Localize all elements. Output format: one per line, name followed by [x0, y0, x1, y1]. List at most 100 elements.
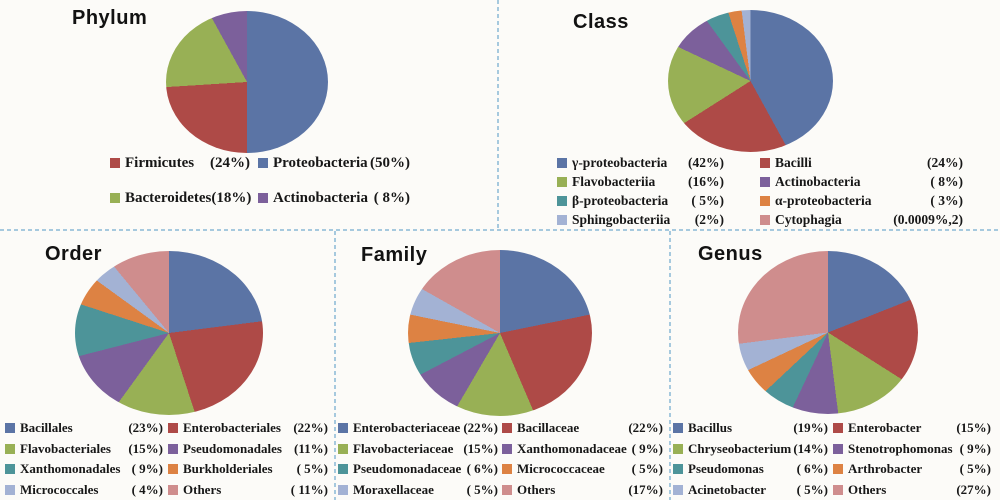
legend-percent: ( 9%)	[131, 461, 163, 476]
legend-label: Bacillales	[20, 420, 73, 435]
legend-swatch	[338, 423, 348, 433]
legend-swatch	[110, 158, 120, 168]
legend-percent: (42%)	[688, 155, 724, 170]
legend-item: Sphingobacteriia(2%)	[557, 212, 724, 228]
legend-label: Actinobacteria	[775, 174, 861, 189]
legend-label: Chryseobacterium	[688, 440, 792, 456]
legend-percent: ( 8%)	[373, 190, 410, 206]
legend-percent: (50%)	[370, 155, 410, 171]
legend-percent: (0.0009%,2)	[893, 212, 963, 227]
legend-swatch	[502, 484, 512, 495]
phylum-chart-title: Phylum	[72, 7, 148, 29]
legend-swatch	[673, 443, 683, 454]
legend-label: Enterobacteriales	[183, 420, 281, 435]
legend-label: Flavobacteriia	[572, 174, 656, 189]
order-pie-chart	[75, 251, 263, 415]
legend-item: Flavobacteriaceae (15%)	[338, 441, 498, 457]
legend-item: Others( 11%)	[168, 482, 328, 498]
legend-label: α-proteobacteria	[775, 193, 872, 208]
legend-percent: (22%)	[293, 420, 328, 435]
divider-line	[334, 231, 336, 500]
legend-swatch	[760, 158, 770, 168]
legend-percent: ( 5%)	[631, 461, 663, 476]
legend-label: Others	[517, 481, 556, 497]
legend-label: Enterobacter	[848, 420, 922, 435]
legend-swatch	[168, 423, 178, 433]
legend-swatch	[673, 464, 683, 474]
legend-label: Cytophagia	[775, 212, 842, 227]
legend-item: β-proteobacteria( 5%)	[557, 193, 724, 209]
legend-swatch	[338, 484, 348, 495]
legend-percent: ( 5%)	[466, 481, 498, 497]
legend-item: Enterobacteriaceae(22%)	[338, 420, 498, 436]
legend-percent: ( 3%)	[930, 193, 963, 208]
legend-swatch	[5, 484, 15, 495]
legend-label: Firmicutes	[125, 155, 195, 171]
legend-percent: (15%)	[128, 440, 163, 456]
legend-item: Xanthomonadales( 9%)	[5, 461, 163, 477]
legend-item: Enterobacter (15%)	[833, 420, 991, 436]
legend-percent: (22%)	[463, 420, 498, 435]
legend-swatch	[557, 196, 567, 206]
legend-percent: (16%)	[688, 174, 724, 189]
legend-item: Bacillales (23%)	[5, 420, 163, 436]
legend-label: Arthrobacter	[848, 461, 923, 476]
order-legend: Bacillales (23%) Enterobacteriales (22%) Fla…	[5, 420, 328, 498]
legend-percent: ( 6%)	[466, 461, 498, 476]
legend-label: Pseudomonas	[688, 461, 764, 476]
legend-label: β-proteobacteria	[572, 193, 669, 208]
legend-label: Flavobacteriaceae	[353, 440, 454, 456]
legend-percent: ( 9%)	[631, 440, 663, 456]
legend-swatch	[168, 443, 178, 454]
legend-label: Burkholderiales	[183, 461, 273, 476]
legend-percent: ( 9%)	[959, 440, 991, 456]
legend-swatch	[557, 177, 567, 187]
legend-swatch	[673, 423, 683, 433]
legend-item: Arthrobacter ( 5%)	[833, 461, 991, 477]
legend-percent: ( 8%)	[930, 174, 963, 189]
class-chart-title: Class	[573, 11, 629, 33]
phylum-legend: Firmicutes(24%)Proteobacteria(50%)Bacter…	[110, 155, 410, 207]
legend-swatch	[760, 177, 770, 187]
legend-percent: ( 6%)	[796, 461, 828, 476]
legend-item: γ-proteobacteria (42%)	[557, 155, 724, 171]
legend-percent: ( 5%)	[296, 461, 328, 476]
legend-swatch	[502, 443, 512, 454]
legend-percent: (22%)	[628, 420, 663, 435]
legend-item: Actinobacteria ( 8%)	[760, 174, 963, 190]
legend-label: Acinetobacter	[688, 481, 766, 497]
legend-swatch	[502, 423, 512, 433]
legend-item: Proteobacteria(50%)	[258, 155, 410, 172]
legend-swatch	[258, 158, 268, 168]
legend-item: Bacteroidetes(18%)	[110, 190, 252, 207]
legend-percent: (18%)	[211, 190, 252, 206]
legend-item: Xanthomonadaceae( 9%)	[502, 441, 663, 457]
legend-percent: (15%)	[956, 420, 991, 435]
legend-label: Moraxellaceae	[353, 481, 434, 497]
legend-percent: (19%)	[793, 420, 828, 435]
legend-swatch	[502, 464, 512, 474]
legend-label: γ-proteobacteria	[572, 155, 668, 170]
legend-label: Proteobacteria	[273, 155, 368, 171]
legend-swatch	[833, 423, 843, 433]
legend-label: Bacillus	[688, 420, 733, 435]
legend-item: Micrococcaceae( 5%)	[502, 461, 663, 477]
legend-item: Flavobacteriia (16%)	[557, 174, 724, 190]
class-pie-chart	[668, 10, 833, 152]
legend-percent: (15%)	[463, 440, 498, 456]
legend-label: Flavobacteriales	[20, 440, 111, 456]
legend-item: Pseudomonadaceae( 6%)	[338, 461, 498, 477]
legend-item: Enterobacteriales (22%)	[168, 420, 328, 436]
legend-item: Acinetobacter( 5%)	[673, 482, 828, 498]
legend-item: Stenotrophomonas( 9%)	[833, 441, 991, 457]
legend-item: Moraxellaceae ( 5%)	[338, 482, 498, 498]
legend-item: Cytophagia (0.0009%,2)	[760, 212, 963, 228]
legend-item: α-proteobacteria ( 3%)	[760, 193, 963, 209]
legend-percent: ( 4%)	[131, 481, 163, 497]
legend-swatch	[5, 443, 15, 454]
legend-percent: (23%)	[128, 420, 163, 435]
legend-percent: ( 5%)	[959, 461, 991, 476]
legend-item: Actinobacteria( 8%)	[258, 190, 410, 207]
legend-swatch	[557, 215, 567, 225]
legend-item: Others(27%)	[833, 482, 991, 498]
